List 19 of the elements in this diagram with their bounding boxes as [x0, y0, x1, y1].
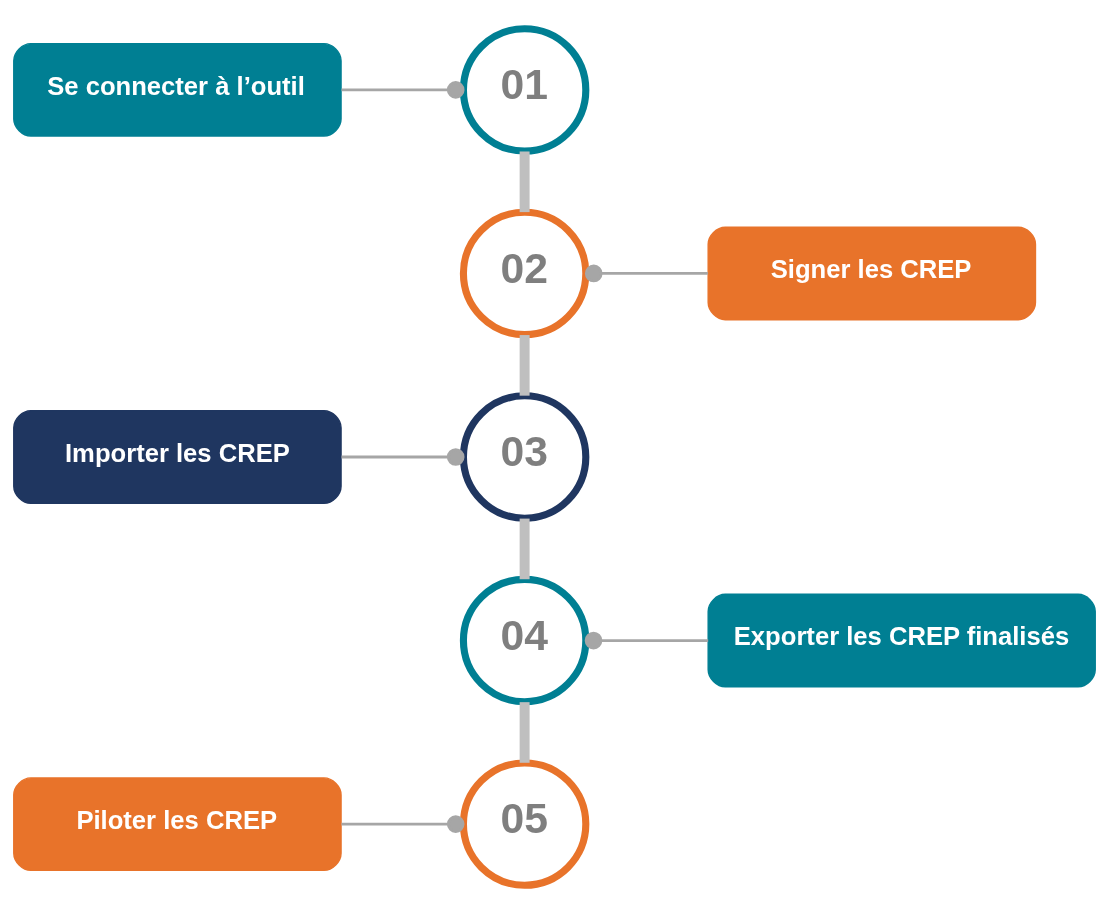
connector [519, 334, 530, 396]
node-box: Piloter les CREP [13, 776, 342, 871]
connector [519, 701, 530, 763]
node-box: Signer les CREP [707, 226, 1037, 320]
node-box: Importer les CREP [13, 409, 342, 504]
connector [341, 80, 465, 99]
node-circle: 04 [459, 575, 590, 705]
node-box: Se connecter à l’outil [13, 42, 342, 137]
connector [341, 814, 465, 833]
node-box: Exporter les CREP finalisés [707, 593, 1096, 687]
node-circle: 05 [459, 758, 590, 889]
node-circle: 01 [459, 24, 590, 155]
connector [584, 631, 709, 649]
connector [341, 447, 465, 466]
connector [584, 264, 708, 282]
connector [519, 151, 530, 212]
node-circle: 03 [459, 391, 590, 522]
node-circle: 02 [459, 208, 590, 338]
connector [519, 518, 530, 579]
